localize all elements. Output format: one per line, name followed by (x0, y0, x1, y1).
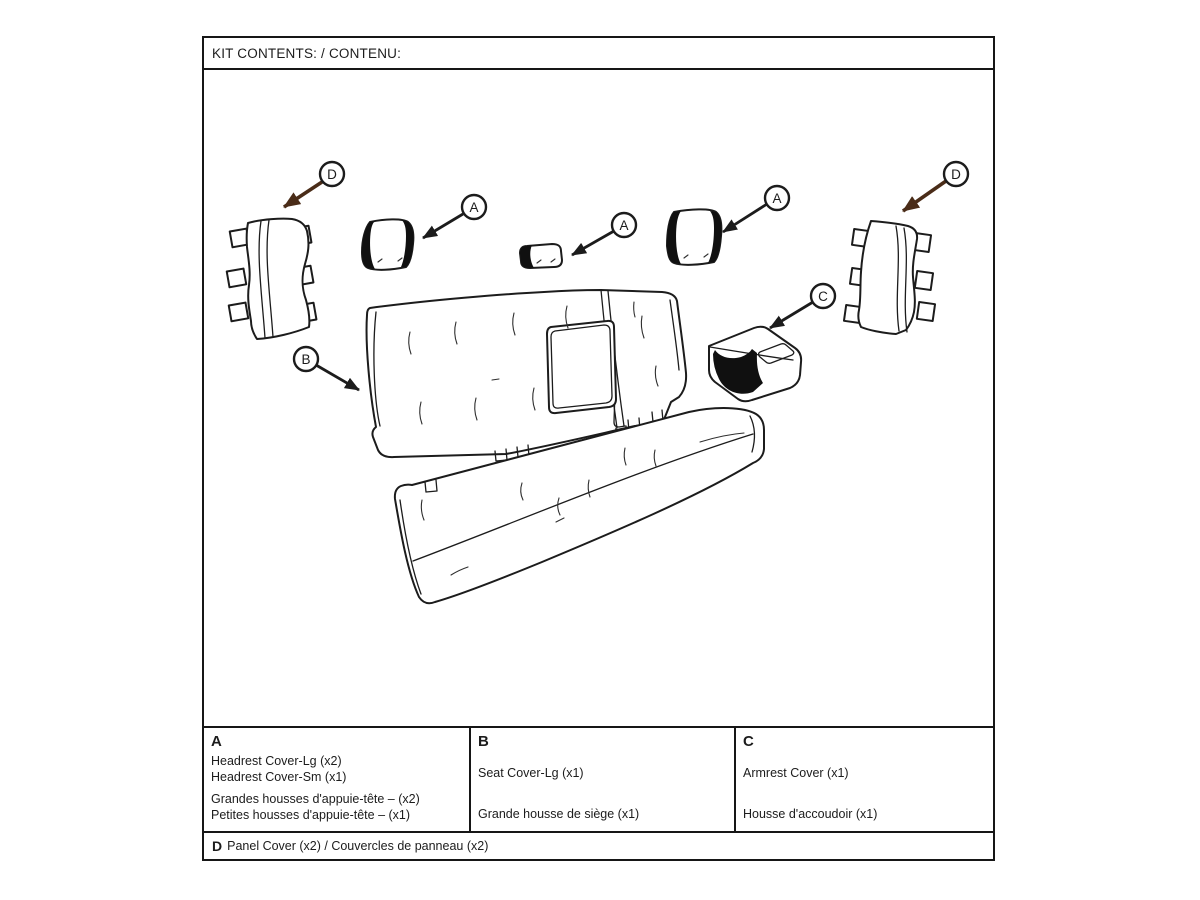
armrest-opening-black (713, 349, 763, 394)
callout-b: B (292, 345, 320, 373)
cushion-end-seam (749, 415, 756, 453)
cell-c-fr-line-1: Housse d'accoudoir (x1) (743, 807, 878, 821)
callout-labels: D A A A D B C (292, 160, 970, 373)
table-cell-c: C Armrest Cover (x1) Housse d'accoudoir … (736, 728, 993, 831)
panel-right-tab (913, 269, 935, 292)
table-cell-b: B Seat Cover-Lg (x1) Grande housse de si… (471, 728, 736, 831)
panel-left-tab (227, 301, 250, 323)
figure-title: KIT CONTENTS: / CONTENU: (212, 45, 402, 61)
arrow-to-panel-right (901, 179, 948, 213)
cell-a-fr-line-2: Petites housses d'appuie-tête – (x1) (211, 808, 411, 822)
headrest-lg-1-left-band (362, 221, 375, 269)
panel-right-seam (903, 227, 908, 333)
seat-cushion (393, 407, 765, 605)
panel-cover-left-drawing (225, 217, 318, 340)
arrow-to-armrest (769, 300, 814, 330)
headrest-cover-large-2-drawing (666, 208, 723, 266)
kit-diagram-svg: D A A A D B C (225, 160, 970, 605)
cell-a-french: Grandes housses d'appuie-tête – (x2) Pet… (211, 791, 462, 823)
headrest-lg-1-right-band (401, 220, 414, 267)
panel-cover-right-drawing (842, 220, 937, 335)
callout-a-1-letter: A (469, 200, 478, 215)
cushion-front-edge (412, 433, 754, 562)
kit-contents-figure: KIT CONTENTS: / CONTENU: (202, 36, 995, 861)
callout-c-letter: C (818, 289, 828, 304)
panel-left-seam (258, 220, 266, 339)
seat-back-edge-line (373, 311, 381, 427)
table-cell-a: A Headrest Cover-Lg (x2) Headrest Cover-… (204, 728, 471, 831)
panel-right-tab (915, 300, 937, 323)
arrow-to-panel-left (283, 180, 323, 209)
callout-b-letter: B (301, 352, 310, 367)
arrow-to-headrest-lg-1 (422, 212, 464, 240)
headrest-cover-large-1-drawing (361, 218, 415, 271)
arrow-to-seat-cover (315, 363, 360, 392)
diagram-area: D A A A D B C (204, 70, 993, 726)
cell-a-en-line-1: Headrest Cover-Lg (x2) (211, 754, 342, 768)
headrest-lg-2-left-band (667, 211, 681, 264)
cell-a-english: Headrest Cover-Lg (x2) Headrest Cover-Sm… (211, 753, 462, 785)
armrest-top-panel (757, 343, 795, 364)
cell-b-english: Seat Cover-Lg (x1) (478, 765, 727, 781)
arrow-to-headrest-sm (571, 229, 615, 257)
armrest-cover-drawing (708, 325, 803, 403)
seat-cover-drawing (365, 289, 765, 605)
seat-tab (424, 479, 438, 493)
seat-back-edge-line (669, 299, 680, 371)
callout-d-left-letter: D (327, 167, 337, 182)
panel-right-seam (895, 225, 900, 332)
cell-a-fr-line-1: Grandes housses d'appuie-tête – (x2) (211, 792, 420, 806)
callout-arrows (283, 179, 948, 392)
figure-header: KIT CONTENTS: / CONTENU: (204, 38, 993, 70)
callout-a-3-letter: A (772, 191, 781, 206)
callout-a-2: A (610, 211, 638, 239)
headrest-cover-small-drawing (519, 243, 563, 269)
panel-left-body (245, 217, 311, 340)
row-d-key: D (212, 838, 223, 854)
panel-right-body (857, 220, 919, 335)
cell-b-en-line-1: Seat Cover-Lg (x1) (478, 766, 584, 780)
callout-d-right: D (942, 160, 970, 188)
armrest-opening-inner (550, 324, 613, 409)
callout-a-2-letter: A (619, 218, 628, 233)
cell-a-en-line-2: Headrest Cover-Sm (x1) (211, 770, 347, 784)
panel-left-tab (225, 267, 248, 289)
cell-c-english: Armrest Cover (x1) (743, 765, 986, 781)
callout-d-left: D (318, 160, 346, 188)
cushion-skirt-line (399, 499, 422, 595)
cell-c-french: Housse d'accoudoir (x1) (743, 806, 986, 822)
cell-c-key: C (743, 733, 754, 750)
armrest-opening (546, 319, 617, 415)
panel-left-seam (266, 219, 274, 338)
callout-a-3: A (763, 184, 791, 212)
callout-d-right-letter: D (951, 167, 961, 182)
callout-a-1: A (460, 193, 488, 221)
seat-back-strap (613, 391, 626, 428)
cell-b-french: Grande housse de siège (x1) (478, 806, 727, 822)
callout-c: C (809, 282, 837, 310)
row-d-text: Panel Cover (x2) / Couvercles de panneau… (227, 839, 489, 853)
cell-b-fr-line-1: Grande housse de siège (x1) (478, 807, 640, 821)
cell-b-key: B (478, 733, 489, 750)
headrest-sm-left-band (520, 245, 534, 268)
parts-table-row-d: D Panel Cover (x2) / Couvercles de panne… (204, 831, 993, 859)
cell-c-en-line-1: Armrest Cover (x1) (743, 766, 849, 780)
cell-a-key: A (211, 733, 222, 750)
arrow-to-headrest-lg-2 (722, 202, 768, 234)
parts-table-row-abc: A Headrest Cover-Lg (x2) Headrest Cover-… (204, 726, 993, 831)
headrest-lg-2-right-band (708, 211, 722, 263)
